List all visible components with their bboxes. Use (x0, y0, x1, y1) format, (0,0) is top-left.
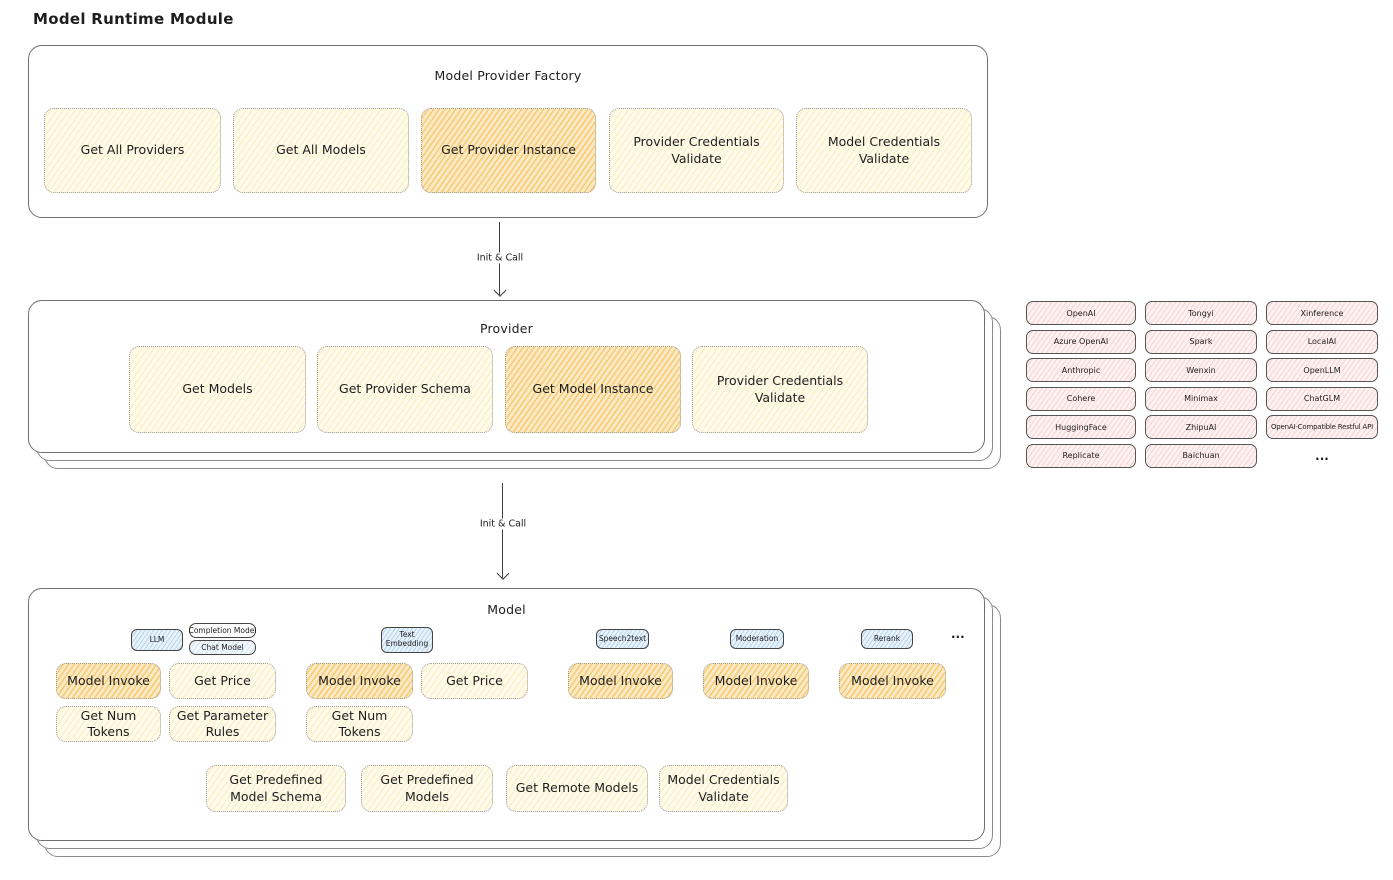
node-get-provider-schema: Get Provider Schema (317, 346, 493, 433)
node-llm-model-invoke: Model Invoke (56, 663, 161, 699)
provider-chip-replicate: Replicate (1026, 443, 1136, 468)
arrow-label-init-call-2: Init & Call (474, 518, 532, 530)
factory-panel-title: Model Provider Factory (434, 68, 582, 83)
arrow-head-down-icon (496, 567, 510, 580)
node-provider-credentials-validate-2: Provider Credentials Validate (692, 346, 868, 433)
node-get-predefined-model-schema: Get Predefined Model Schema (206, 765, 346, 812)
node-get-predefined-models: Get Predefined Models (361, 765, 493, 812)
provider-panel: Provider Get Models Get Provider Schema … (28, 300, 985, 453)
node-provider-credentials-validate: Provider Credentials Validate (609, 108, 784, 193)
provider-list-ellipsis: ... (1315, 448, 1329, 463)
model-type-chip-completion-model: Completion Model (189, 623, 256, 638)
model-type-ellipsis: ... (951, 627, 965, 641)
model-type-chip-text-embedding: Text Embedding (381, 627, 433, 653)
node-get-all-models: Get All Models (233, 108, 409, 193)
model-type-chip-speech2text: Speech2text (596, 629, 649, 649)
node-get-provider-instance: Get Provider Instance (421, 108, 596, 193)
provider-chip-anthropic: Anthropic (1026, 358, 1136, 383)
model-panel-title: Model (487, 602, 526, 617)
provider-chip-cohere: Cohere (1026, 386, 1136, 411)
model-type-chip-llm: LLM (131, 629, 183, 651)
node-model-credentials-validate-2: Model Credentials Validate (659, 765, 788, 812)
node-model-credentials-validate: Model Credentials Validate (796, 108, 972, 193)
node-embedding-get-price: Get Price (421, 663, 528, 699)
arrow-head-down-icon (493, 284, 507, 297)
node-get-models: Get Models (129, 346, 306, 433)
provider-chip-azure-openai: Azure OpenAI (1026, 329, 1136, 354)
provider-chip-baichuan: Baichuan (1145, 443, 1257, 468)
node-embedding-model-invoke: Model Invoke (306, 663, 413, 699)
provider-chip-chatglm: ChatGLM (1266, 386, 1378, 411)
model-type-chip-chat-model: Chat Model (189, 640, 256, 655)
factory-panel: Model Provider Factory Get All Providers… (28, 45, 988, 218)
provider-chip-spark: Spark (1145, 329, 1257, 354)
model-panel: Model LLM Completion Model Chat Model Te… (28, 588, 985, 841)
node-rerank-model-invoke: Model Invoke (839, 663, 946, 699)
node-llm-get-num-tokens: Get Num Tokens (56, 706, 161, 742)
arrow-label-init-call-1: Init & Call (471, 252, 529, 264)
node-get-remote-models: Get Remote Models (506, 765, 648, 812)
provider-chip-huggingface: HuggingFace (1026, 415, 1136, 440)
node-speech2text-model-invoke: Model Invoke (568, 663, 673, 699)
provider-chip-wenxin: Wenxin (1145, 358, 1257, 383)
provider-chip-openai-compatible: OpenAI-Compatible Restful API (1266, 415, 1378, 440)
node-moderation-model-invoke: Model Invoke (703, 663, 809, 699)
node-llm-get-price: Get Price (169, 663, 276, 699)
provider-chip-xinference: Xinference (1266, 301, 1378, 325)
node-llm-get-parameter-rules: Get Parameter Rules (169, 706, 276, 742)
node-embedding-get-num-tokens: Get Num Tokens (306, 706, 413, 742)
model-type-chip-rerank: Rerank (861, 629, 913, 649)
provider-chip-openllm: OpenLLM (1266, 358, 1378, 383)
provider-chip-localai: LocalAI (1266, 329, 1378, 354)
provider-chip-openai: OpenAI (1026, 301, 1136, 325)
node-get-all-providers: Get All Providers (44, 108, 221, 193)
provider-chip-minimax: Minimax (1145, 386, 1257, 411)
provider-chip-tongyi: Tongyi (1145, 301, 1257, 325)
provider-chip-zhipuai: ZhipuAI (1145, 415, 1257, 440)
provider-panel-title: Provider (479, 321, 534, 336)
provider-list: OpenAI Tongyi Xinference Azure OpenAI Sp… (1026, 301, 1378, 468)
node-get-model-instance: Get Model Instance (505, 346, 681, 433)
arrow-line (502, 483, 503, 578)
page-title: Model Runtime Module (33, 10, 234, 28)
model-type-chip-moderation: Moderation (730, 629, 784, 649)
